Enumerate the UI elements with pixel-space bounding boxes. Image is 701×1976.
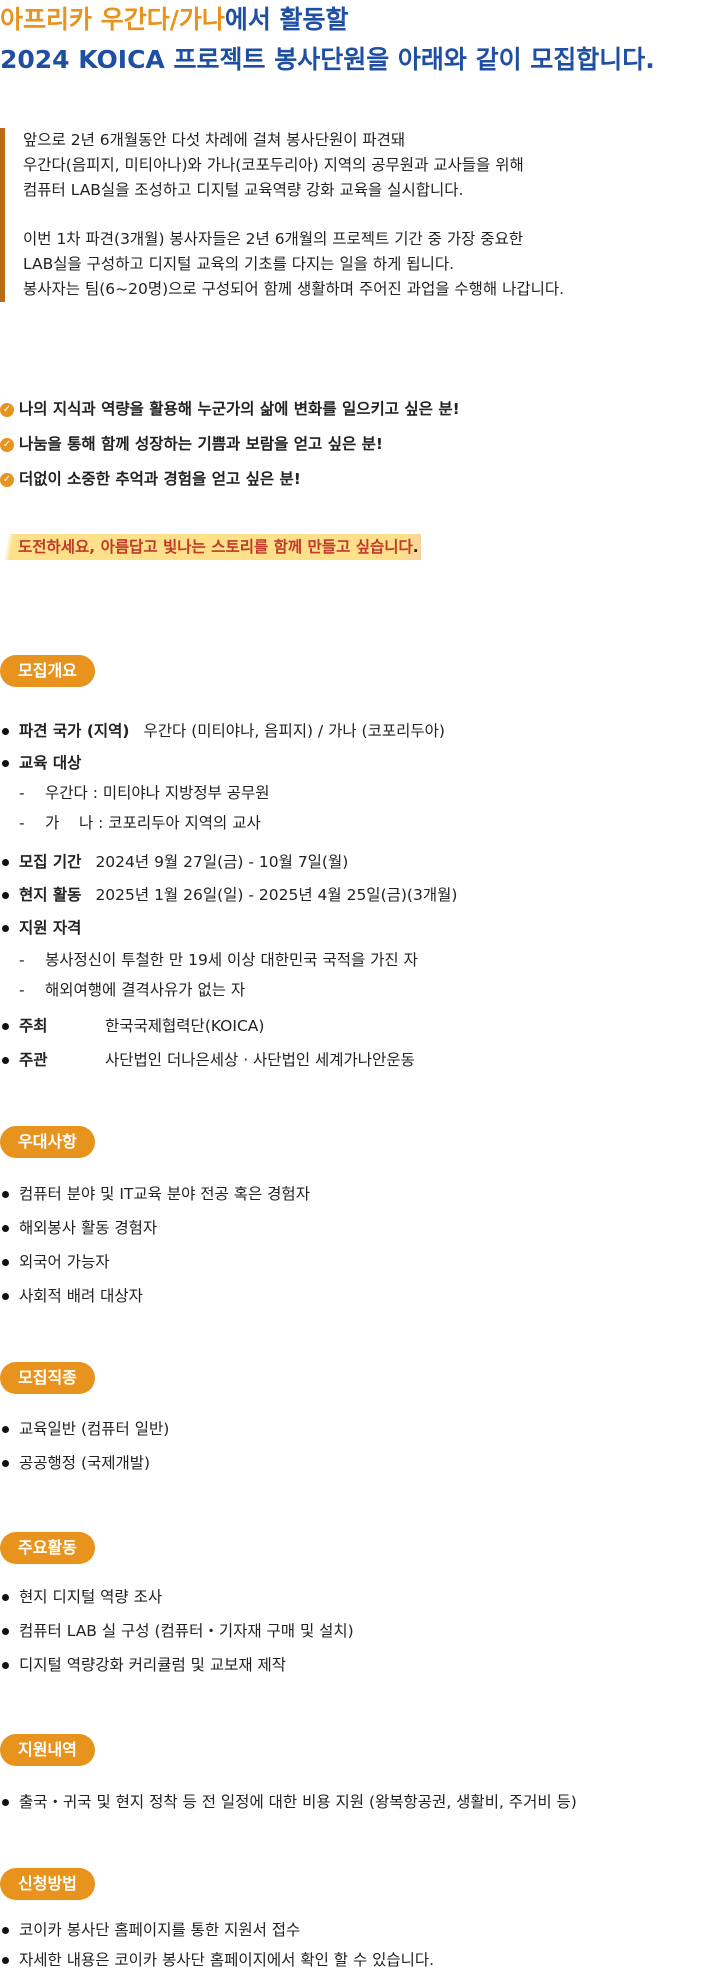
list-item: 현지 디지털 역량 조사 <box>0 1580 354 1614</box>
list-item: 컴퓨터 분야 및 IT교육 분야 전공 혹은 경험자 <box>0 1177 310 1211</box>
intro-line: 봉사자는 팀(6~20명)으로 구성되어 함께 생활하며 주어진 과업을 수행해… <box>23 280 565 298</box>
list-item: 사회적 배려 대상자 <box>0 1279 310 1313</box>
list-item: 파견 국가 (지역)우간다 (미티야나, 음피지) / 가나 (코포리두아) <box>0 714 457 748</box>
section-title-activities: 주요활동 <box>0 1532 95 1564</box>
title-line1: 아프리카 우간다/가나에서 활동할 <box>0 0 655 40</box>
title-line2: 2024 KOICA 프로젝트 봉사단원을 아래와 같이 모집합니다. <box>0 45 655 74</box>
section-title-support: 지원내역 <box>0 1734 95 1766</box>
support-list: 출국・귀국 및 현지 정착 등 전 일정에 대한 비용 지원 (왕복항공권, 생… <box>0 1785 577 1819</box>
check-circle-icon: ✓ <box>0 437 14 452</box>
intro-line: 이번 1차 파견(3개월) 봉사자들은 2년 6개월의 프로젝트 기간 중 가장… <box>23 230 524 248</box>
check-list: ✓나의 지식과 역량을 활용해 누군가의 삶에 변화를 일으키고 싶은 분! ✓… <box>0 392 460 497</box>
activities-list: 현지 디지털 역량 조사 컴퓨터 LAB 실 구성 (컴퓨터・기자재 구매 및 … <box>0 1580 354 1682</box>
list-item: 자세한 내용은 코이카 봉사단 홈페이지에서 확인 할 수 있습니다. <box>0 1945 434 1975</box>
sub-item: -가 나 : 코포리두아 지역의 교사 <box>19 814 261 832</box>
overview-list: 파견 국가 (지역)우간다 (미티야나, 음피지) / 가나 (코포리두아) 교… <box>0 714 457 1077</box>
list-item: 디지털 역량강화 커리큘럼 및 교보재 제작 <box>0 1648 354 1682</box>
sub-item: -해외여행에 결격사유가 없는 자 <box>19 981 246 999</box>
list-item: 공공행정 (국제개발) <box>0 1446 169 1480</box>
page-title: 아프리카 우간다/가나에서 활동할 2024 KOICA 프로젝트 봉사단원을 … <box>0 0 655 80</box>
sub-item: -우간다 : 미티야나 지방정부 공무원 <box>19 784 270 802</box>
preference-list: 컴퓨터 분야 및 IT교육 분야 전공 혹은 경험자 해외봉사 활동 경험자 외… <box>0 1177 310 1313</box>
list-item: 교육일반 (컴퓨터 일반) <box>0 1412 169 1446</box>
check-item: ✓나의 지식과 역량을 활용해 누군가의 삶에 변화를 일으키고 싶은 분! <box>0 392 460 427</box>
section-title-overview: 모집개요 <box>0 655 95 687</box>
list-item: 지원 자격 <box>0 911 457 945</box>
list-item: 코이카 봉사단 홈페이지를 통한 지원서 접수 <box>0 1915 434 1945</box>
list-item: 출국・귀국 및 현지 정착 등 전 일정에 대한 비용 지원 (왕복항공권, 생… <box>0 1785 577 1819</box>
title-region: 아프리카 우간다/가나 <box>0 5 225 34</box>
intro-line: 컴퓨터 LAB실을 조성하고 디지털 교육역량 강화 교육을 실시합니다. <box>23 181 464 199</box>
check-item: ✓나눔을 통해 함께 성장하는 기쁨과 보람을 얻고 싶은 분! <box>0 427 460 462</box>
section-title-apply: 신청방법 <box>0 1868 95 1900</box>
check-circle-icon: ✓ <box>0 402 14 417</box>
check-item: ✓더없이 소중한 추억과 경험을 얻고 싶은 분! <box>0 462 460 497</box>
intro-block: 앞으로 2년 6개월동안 다섯 차례에 걸쳐 봉사단원이 파견돼 우간다(음피지… <box>0 128 695 302</box>
highlight-message: 도전하세요, 아름답고 빛나는 스토리를 함께 만들고 싶습니다. <box>4 534 421 560</box>
check-circle-icon: ✓ <box>0 472 14 487</box>
list-item: 외국어 가능자 <box>0 1245 310 1279</box>
jobs-list: 교육일반 (컴퓨터 일반) 공공행정 (국제개발) <box>0 1412 169 1480</box>
list-item: 해외봉사 활동 경험자 <box>0 1211 310 1245</box>
sub-item: -봉사정신이 투철한 만 19세 이상 대한민국 국적을 가진 자 <box>19 951 418 969</box>
title-verb: 에서 활동할 <box>224 5 349 34</box>
section-title-jobs: 모집직종 <box>0 1362 95 1394</box>
intro-line: 앞으로 2년 6개월동안 다섯 차례에 걸쳐 봉사단원이 파견돼 <box>23 131 406 149</box>
list-item: 교육 대상 <box>0 748 457 778</box>
section-title-preference: 우대사항 <box>0 1126 95 1158</box>
intro-line: 우간다(음피지, 미티아나)와 가나(코포두리아) 지역의 공무원과 교사들을 … <box>23 156 524 174</box>
list-item: 컴퓨터 LAB 실 구성 (컴퓨터・기자재 구매 및 설치) <box>0 1614 354 1648</box>
intro-line: LAB실을 구성하고 디지털 교육의 기초를 다지는 일을 하게 됩니다. <box>23 255 455 273</box>
apply-list: 코이카 봉사단 홈페이지를 통한 지원서 접수 자세한 내용은 코이카 봉사단 … <box>0 1915 434 1975</box>
